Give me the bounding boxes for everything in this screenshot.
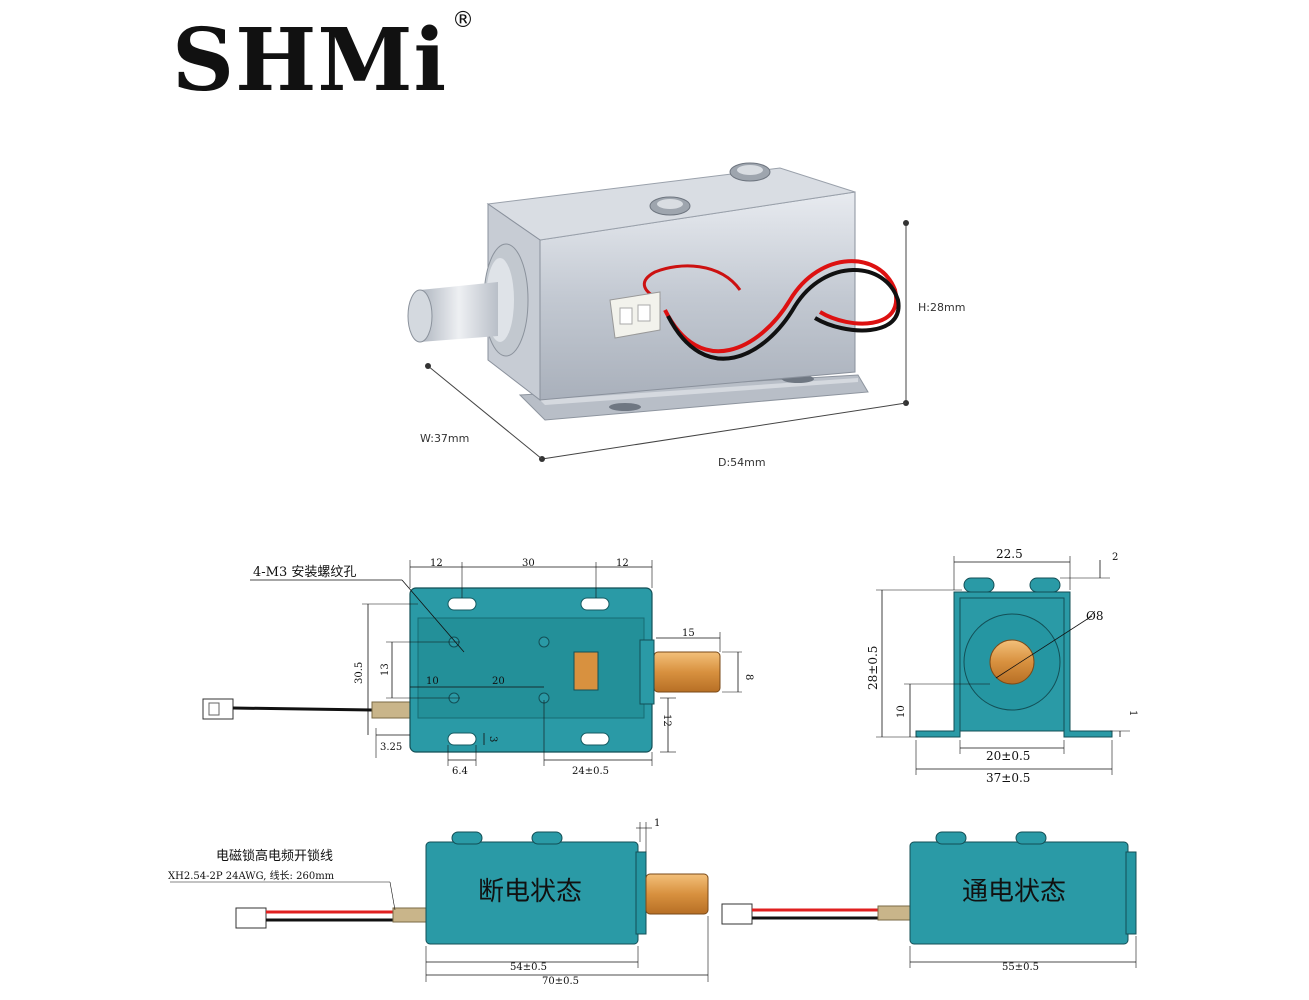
top-view-drawing [202, 560, 742, 766]
state-on-label: 通电状态 [962, 877, 1066, 907]
dim-8: 8 [743, 674, 754, 680]
dim-10: 10 [426, 676, 439, 687]
width-label: W:37mm [420, 432, 469, 445]
dim-20-end: 20±0.5 [986, 749, 1030, 763]
registered-mark: ® [452, 8, 474, 33]
dim-10-end: 10 [896, 705, 907, 718]
dim-20: 20 [492, 676, 505, 687]
dim-1-end: 1 [1127, 710, 1138, 716]
brand-logo: SHMi [172, 10, 448, 111]
dim-12c: 12 [661, 714, 672, 727]
dim-37: 37±0.5 [986, 771, 1030, 785]
depth-label: D:54mm [718, 456, 766, 469]
dim-2: 2 [1112, 552, 1118, 563]
dim-15: 15 [682, 628, 695, 639]
dim-22-5: 22.5 [996, 547, 1023, 561]
dim-54: 54±0.5 [510, 962, 547, 973]
dim-28: 28±0.5 [866, 646, 880, 690]
wire-spec: XH2.54-2P 24AWG, 线长: 260mm [168, 869, 335, 882]
side-view-on [721, 831, 1137, 968]
dim-55: 55±0.5 [1002, 962, 1039, 973]
dim-1-side: 1 [654, 818, 660, 829]
dim-70: 70±0.5 [542, 976, 579, 987]
dim-24: 24±0.5 [572, 766, 609, 777]
mount-hole-note: 4-M3 安装螺纹孔 [253, 565, 356, 580]
dim-12b: 12 [616, 558, 629, 569]
dim-30: 30 [522, 558, 535, 569]
dim-6-4: 6.4 [452, 766, 468, 777]
height-label: H:28mm [918, 301, 965, 314]
dim-phi8: Ø8 [1086, 609, 1103, 623]
wire-title: 电磁锁高电频开锁线 [216, 848, 333, 864]
dim-3: 3 [487, 736, 498, 742]
product-photo [407, 162, 909, 462]
dim-12a: 12 [430, 558, 443, 569]
dim-13: 13 [380, 663, 391, 676]
dim-30-5: 30.5 [354, 662, 365, 684]
dim-3-25: 3.25 [380, 742, 402, 753]
side-view-off [170, 822, 709, 982]
state-off-label: 断电状态 [478, 877, 582, 907]
end-view-drawing [876, 556, 1130, 775]
